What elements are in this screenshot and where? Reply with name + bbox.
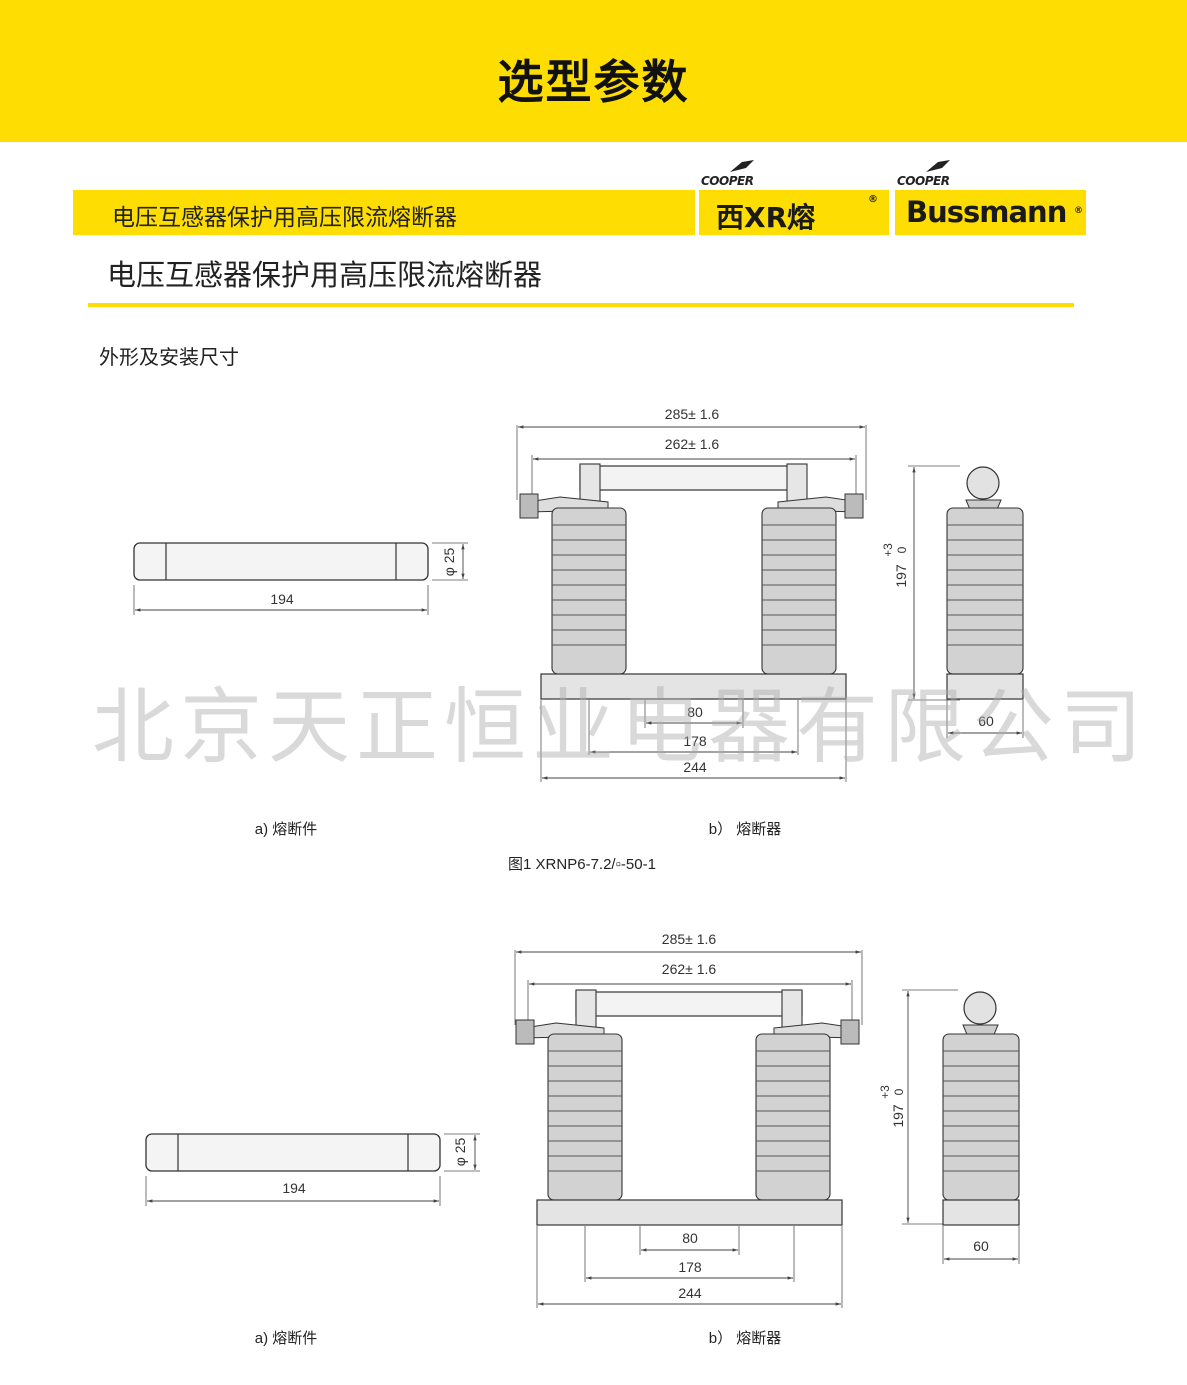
dim-overall-width-2: 285± 1.6: [662, 931, 717, 947]
cooper-logo-text-2: COOPER: [897, 174, 950, 188]
header-bar-text: 电压互感器保护用高压限流熔断器: [112, 205, 457, 231]
dim-height-tol-low-2: 0: [892, 1088, 906, 1095]
banner-title: 选型参数: [497, 55, 690, 109]
dim-height-tol-1: +3: [881, 543, 895, 557]
figure-caption-1: 图1 XRNP6-7.2/▫-50-1: [508, 856, 656, 873]
caption-a-2: a) 熔断件: [255, 1330, 318, 1347]
xr-logo-reg: ®: [868, 194, 878, 205]
figure-1: [133, 425, 1024, 782]
cooper-logo-text-1: COOPER: [701, 174, 754, 188]
dim-inner-1: 80: [687, 704, 703, 720]
cooper-swoosh-icon-1: [730, 160, 754, 172]
caption-a-1: a) 熔断件: [255, 821, 318, 838]
cooper-swoosh-icon-2: [926, 160, 950, 172]
dim-height-1: 197: [893, 564, 909, 588]
page-title: 电压互感器保护用高压限流熔断器: [107, 258, 543, 292]
dim-rod-width-1: 262± 1.6: [665, 436, 720, 452]
xr-logo-box: [699, 190, 889, 235]
dim-diameter-1: φ 25: [441, 548, 457, 577]
fuse-assembly-front-1: [516, 425, 867, 782]
caption-b-1: b） 熔断器: [709, 821, 782, 838]
dim-height-tol-2: +3: [878, 1085, 892, 1099]
dim-diameter-2: φ 25: [452, 1138, 468, 1167]
fuse-link-drawing-1: [133, 542, 468, 615]
xr-logo-text: 西XR熔: [716, 201, 816, 234]
bussmann-logo-box: [895, 190, 1086, 235]
fuse-assembly-front-2: [514, 950, 863, 1308]
dim-overall-width-1: 285± 1.6: [665, 406, 720, 422]
dim-base-2: 244: [678, 1285, 702, 1301]
dim-fuse-length-1: 194: [270, 591, 294, 607]
dim-base-1: 244: [683, 759, 707, 775]
fuse-link-drawing-2: [145, 1133, 480, 1206]
dim-fuse-length-2: 194: [282, 1180, 306, 1196]
top-banner: [0, 0, 1187, 142]
section-label: 外形及安装尺寸: [99, 345, 239, 369]
dim-side-width-1: 60: [978, 713, 994, 729]
bussmann-logo-reg: ®: [1074, 206, 1083, 216]
header-bar: [73, 190, 695, 235]
fuse-assembly-side-2: [902, 989, 1020, 1264]
bussmann-logo-text: Bussmann: [906, 195, 1067, 229]
dim-mid-2: 178: [678, 1259, 702, 1275]
caption-b-2: b） 熔断器: [709, 1330, 782, 1347]
figure-2: [145, 950, 1020, 1308]
dim-side-width-2: 60: [973, 1238, 989, 1254]
dim-mid-1: 178: [683, 733, 707, 749]
dim-height-2: 197: [890, 1104, 906, 1128]
dim-inner-2: 80: [682, 1230, 698, 1246]
fuse-assembly-side-1: [908, 465, 1024, 738]
title-underline: [88, 303, 1074, 307]
dim-rod-width-2: 262± 1.6: [662, 961, 717, 977]
dim-height-tol-low-1: 0: [895, 546, 909, 553]
